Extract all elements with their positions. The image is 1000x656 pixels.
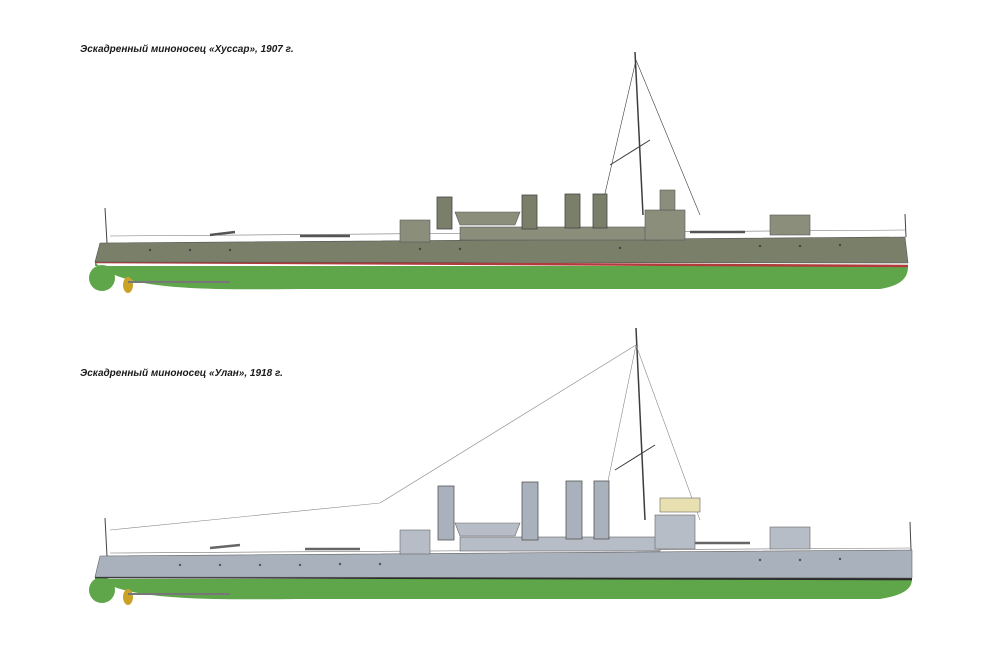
hull xyxy=(94,549,913,579)
underwater-hull xyxy=(95,576,912,600)
ship-drawing-ulan xyxy=(89,327,913,605)
ship-caption-ulan: Эскадренный миноносец «Улан», 1918 г. xyxy=(80,368,283,379)
mast xyxy=(599,51,701,216)
waterline xyxy=(94,260,909,268)
ship-drawing-hussar xyxy=(89,51,909,293)
hull xyxy=(94,236,909,264)
underwater-hull xyxy=(95,262,908,290)
mast xyxy=(614,327,656,521)
ship-caption-hussar: Эскадренный миноносец «Хуссар», 1907 г. xyxy=(80,44,294,55)
